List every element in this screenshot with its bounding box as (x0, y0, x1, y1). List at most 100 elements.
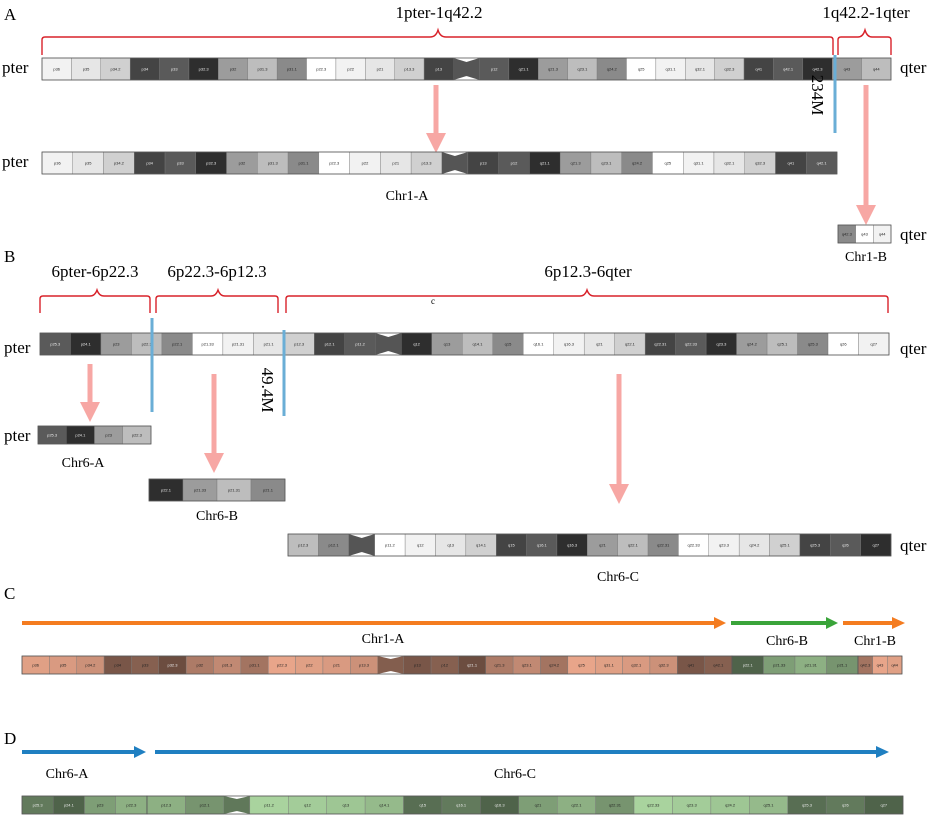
panel-b-letter: B (4, 247, 15, 266)
bracket-label-6p22.3-6p12.3: 6p22.3-6p12.3 (167, 262, 266, 281)
band-label: q31.1 (666, 67, 677, 72)
band-label: q13 (444, 342, 451, 347)
chromosome-outline (148, 478, 286, 502)
band-label: p12.3 (298, 543, 309, 548)
band-label: q15 (508, 543, 515, 548)
band-label: p22 (347, 67, 354, 72)
band-label: p13.3 (359, 663, 370, 668)
chromosome-outline (857, 655, 903, 675)
band-label: q32.1 (695, 67, 706, 72)
arrow-chr6-a-blue (22, 746, 146, 758)
band-label: q23.3 (719, 543, 730, 548)
band-label: q31.1 (604, 663, 615, 668)
band-label: q24.2 (747, 342, 758, 347)
centromere (377, 656, 404, 674)
chromosome-outline (39, 332, 890, 356)
arrow-chr6-b-green (731, 617, 838, 629)
band-label: p31.3 (222, 663, 233, 668)
band-label: q42.1 (783, 67, 794, 72)
band-label: q42.3 (813, 67, 824, 72)
band-label: q21 (535, 803, 542, 808)
band-label: q27 (870, 342, 877, 347)
chromosome-outline (287, 533, 892, 557)
band-label: q41 (788, 161, 795, 166)
band-label: q21 (596, 342, 603, 347)
band-label: q42.3 (842, 232, 853, 237)
band-label: q21.1 (519, 67, 530, 72)
fragment-qter-chr6-c: qter (900, 536, 927, 555)
fragment-qter-chr1-b: qter (900, 225, 927, 244)
band-label: p21.31 (228, 488, 241, 493)
band-label: p21.31 (232, 342, 245, 347)
derivative-pter-label: pter (2, 152, 29, 171)
band-label: p36 (32, 663, 39, 668)
fragment-label-chr6-c: Chr6-C (597, 570, 639, 585)
band-label: q24.2 (632, 161, 643, 166)
centromere (441, 152, 468, 174)
band-label: p25.3 (50, 342, 61, 347)
band-label: p35 (85, 161, 92, 166)
band-label: q15 (419, 803, 426, 808)
band-label: p36 (53, 67, 60, 72)
band-label: p34.2 (110, 67, 121, 72)
band-label: q12 (413, 342, 420, 347)
band-label: q21.3 (494, 663, 505, 668)
band-label: q23.1 (601, 161, 612, 166)
bracket-1q42.2-1qter (837, 27, 892, 55)
chromosome-outline (146, 795, 904, 815)
band-label: q26 (842, 543, 849, 548)
band-label: p31.1 (250, 663, 261, 668)
band-label: p22.3 (142, 342, 153, 347)
band-label: p34 (142, 67, 149, 72)
band-label: p22 (362, 161, 369, 166)
band-label: q26 (840, 342, 847, 347)
arrow-label-chr1-b: Chr1-B (854, 634, 896, 649)
band-label: p32.3 (167, 663, 178, 668)
bracket-mark-c: c (431, 296, 435, 306)
band-label: p22.1 (172, 342, 183, 347)
band-label: p21.31 (805, 663, 818, 668)
band-label: p12 (441, 663, 448, 668)
band-label: p35 (60, 663, 67, 668)
chromosome-outline (41, 151, 838, 175)
band-label: p31.3 (268, 161, 279, 166)
band-label: p11.2 (385, 543, 395, 548)
band-label: p12.1 (200, 803, 211, 808)
band-label: q21.3 (571, 161, 582, 166)
band-label: p34 (146, 161, 153, 166)
bracket-label-6p12.3-6qter: 6p12.3-6qter (544, 262, 632, 281)
band-label: p23 (113, 342, 120, 347)
band-label: q21.1 (540, 161, 551, 166)
band-label: q43 (861, 232, 868, 237)
band-label: q24.2 (749, 543, 760, 548)
band-label: q23.3 (716, 342, 727, 347)
band-label: q13 (343, 803, 350, 808)
centromere (375, 333, 402, 355)
band-label: q42.1 (713, 663, 724, 668)
band-label: p24.1 (81, 342, 92, 347)
band-label: p34.2 (114, 161, 125, 166)
band-label: q23.1 (577, 67, 588, 72)
band-label: q16.3 (564, 342, 575, 347)
chromosome-outline (41, 57, 892, 81)
arrow-chr1-b-orange (843, 617, 905, 629)
panel-b: B 6pter-6p22.3 6p22.3-6p12.3 6p12.3-6qte… (4, 247, 927, 585)
chromosome-outline (37, 425, 152, 445)
band-label: q25.3 (802, 803, 813, 808)
band-label: q21.3 (548, 67, 559, 72)
band-label: p25.3 (47, 433, 58, 438)
band-label: q22.31 (654, 342, 667, 347)
band-label: q25.1 (777, 342, 788, 347)
band-label: p13 (414, 663, 421, 668)
qter-label-chr6: qter (900, 339, 927, 358)
band-label: p33 (177, 161, 184, 166)
